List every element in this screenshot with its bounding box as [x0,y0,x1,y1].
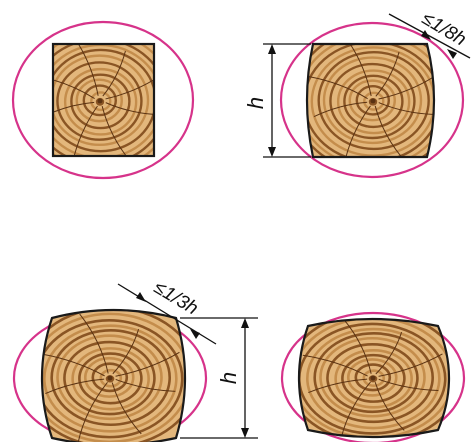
radial-crack [313,101,368,118]
radial-crack [343,105,371,157]
growth-ring [322,56,423,145]
growth-ring [310,46,434,157]
radial-crack [374,105,402,157]
wane-dimension [388,13,471,59]
radial-crack [302,354,368,377]
growth-ring [63,340,156,416]
radial-crack [53,101,95,113]
growth-ring [56,334,163,421]
radial-crack [102,50,126,97]
beam-outline [40,308,187,442]
radial-crack [375,51,400,97]
radial-crack [340,381,371,437]
growth-ring [43,324,178,433]
beam-outline [297,317,451,439]
pith [370,375,376,381]
height-label: h [243,97,268,109]
growth-ring [78,352,143,405]
pith [97,98,103,104]
growth-ring [306,327,441,430]
log-outline-circle [280,311,466,442]
radial-crack [111,382,142,435]
wood-cross-section [53,44,154,156]
radial-crack [308,76,368,100]
growth-ring [363,91,385,111]
beam-outline [305,42,436,159]
growth-ring [53,48,154,153]
radial-crack [101,106,127,156]
log-outline-circle [11,20,195,180]
radial-crack [79,313,109,374]
radial-crack [115,351,180,377]
wood-cross-section [299,319,449,437]
radial-crack [42,353,105,377]
growth-ring [348,79,396,122]
radial-crack [105,79,154,100]
panel-large-wane: h ≤1/3h [12,277,258,442]
panel-round-edge [280,311,466,442]
radial-crack [73,105,98,156]
radial-crack [342,319,372,374]
radial-crack [378,378,439,392]
growth-ring [317,50,430,151]
radial-crack [115,378,176,392]
growth-ring [42,319,184,439]
pith [107,375,113,381]
growth-ring [90,91,112,112]
growth-ring [83,356,135,398]
growth-ring [56,61,143,141]
growth-ring [75,78,123,123]
radial-crack [375,331,403,375]
radial-crack [112,328,140,375]
growth-ring [313,332,434,424]
radial-crack [344,44,372,97]
height-dimension [263,43,311,158]
panel-small-wane: h ≤1/8h [243,8,471,179]
growth-ring [336,69,411,135]
growth-ring [355,85,390,116]
beam-outline [51,42,156,158]
radial-crack [77,44,99,96]
growth-ring [99,368,123,388]
height-label: h [216,372,241,384]
growth-ring [82,84,117,117]
log-outline-circle [279,21,465,179]
growth-ring [362,369,386,388]
growth-ring [91,362,129,393]
radial-crack [378,102,433,115]
radial-crack [308,378,368,394]
radial-crack [53,79,95,99]
growth-ring [334,348,413,409]
growth-ring [50,329,171,427]
wane-dimension [117,283,217,345]
radial-crack [77,382,108,442]
growth-ring [53,54,150,147]
growth-ring [326,342,419,414]
growth-ring [319,336,426,418]
growth-ring [343,74,404,129]
radial-crack [378,353,443,377]
height-dimension [180,317,258,439]
wood-cross-section [307,44,434,157]
growth-ring [70,73,131,130]
growth-ring [329,62,416,140]
growth-ring [71,347,150,411]
growth-ring [346,358,398,397]
growth-ring [63,67,138,136]
radial-crack [374,382,405,431]
wood-cross-section [42,310,185,442]
panel-full-square [11,20,195,180]
growth-ring [354,363,392,392]
radial-crack [45,378,105,394]
pith [370,98,376,104]
growth-ring [341,353,406,403]
